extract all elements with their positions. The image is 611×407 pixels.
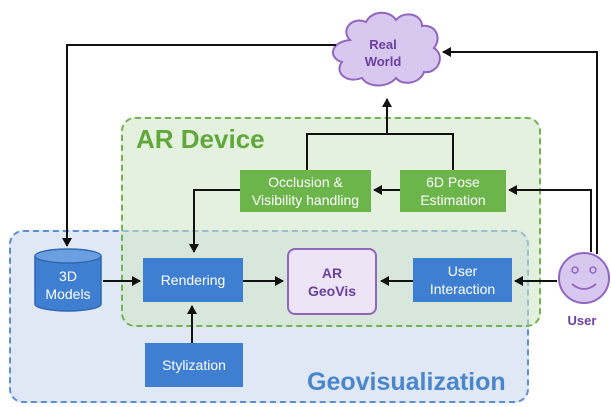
stylization-node: Stylization [145, 343, 243, 387]
ar-device-label: AR Device [136, 124, 265, 154]
ar-geovis-node: AR GeoVis [287, 248, 377, 315]
user-face-shape [558, 252, 610, 304]
pose-estimation-node: 6D Pose Estimation [400, 170, 506, 212]
real-world-node: Real World [364, 37, 402, 69]
models-node: 3D Models [45, 268, 91, 302]
user-interaction-node: User Interaction [413, 258, 512, 302]
geovisualization-label: Geovisualization [307, 368, 506, 396]
occlusion-visibility-node: Occlusion & Visibility handling [240, 170, 371, 212]
rendering-node: Rendering [143, 258, 243, 302]
user-label: User [567, 313, 597, 328]
